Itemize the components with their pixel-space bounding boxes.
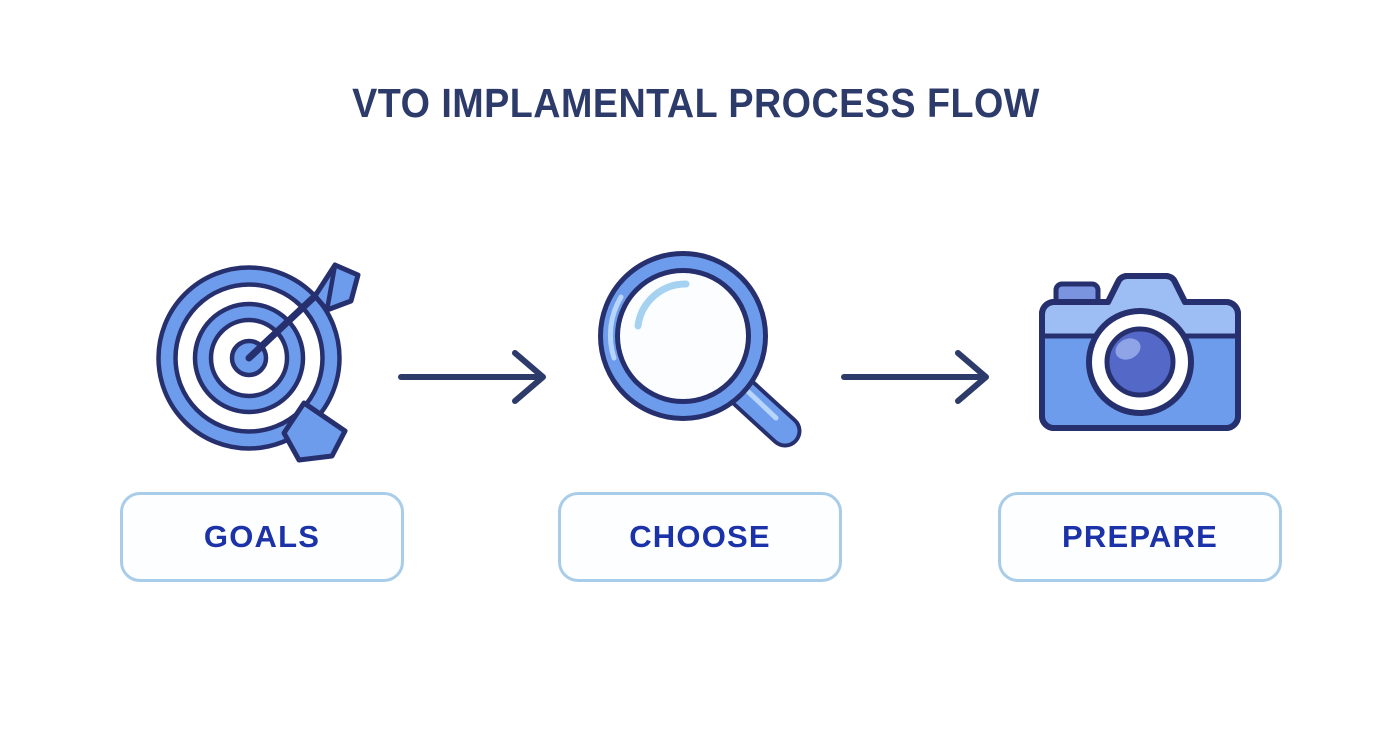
target-bullseye-icon	[156, 262, 361, 462]
step-prepare-icon-slot	[1000, 235, 1280, 475]
step-choose-icon-slot	[562, 235, 842, 475]
process-labels-row: GOALS CHOOSE PREPARE	[0, 492, 1392, 588]
label-box-goals[interactable]: GOALS	[120, 492, 404, 582]
process-steps-row	[0, 235, 1392, 485]
step-goals-icon-slot	[124, 235, 404, 475]
label-text-goals: GOALS	[203, 519, 321, 554]
label-box-prepare[interactable]: PREPARE	[998, 492, 1282, 582]
arrow-right-icon-1	[395, 347, 565, 407]
page-title: VTO IMPLAMENTAL PROCESS FLOW	[352, 80, 1040, 126]
camera-icon	[1039, 272, 1241, 431]
label-box-choose[interactable]: CHOOSE	[558, 492, 842, 582]
label-text-prepare: PREPARE	[1062, 519, 1218, 554]
magnifying-glass-icon	[597, 250, 801, 447]
arrow-right-icon-2	[838, 347, 1008, 407]
label-text-choose: CHOOSE	[629, 519, 771, 554]
